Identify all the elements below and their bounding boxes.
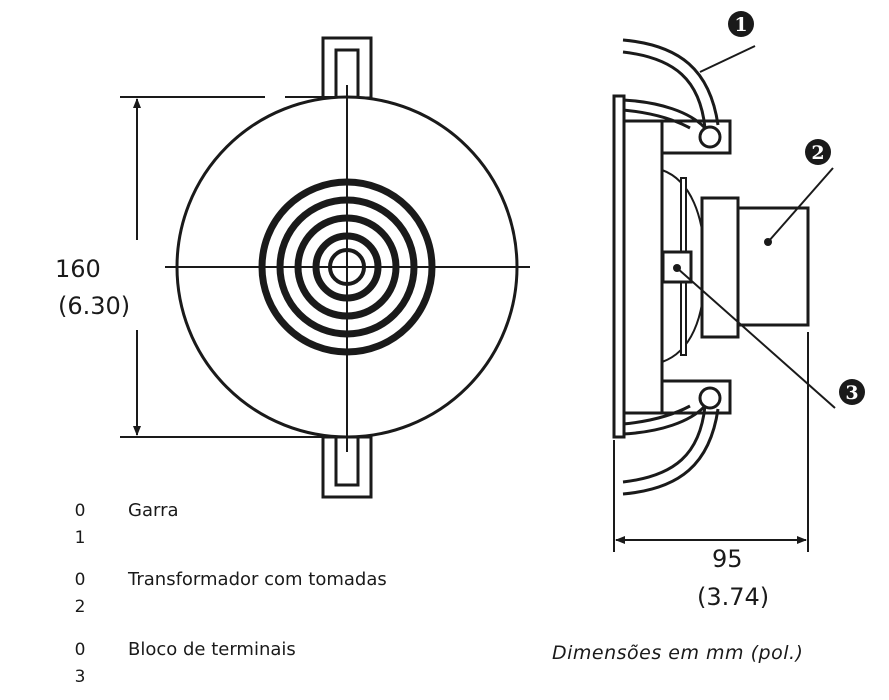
legend-num-3b: 3 [74, 667, 86, 687]
legend-num-2a: 0 [74, 570, 86, 590]
legend-num-2b: 2 [74, 597, 86, 617]
clip-block-top [660, 119, 732, 155]
legend-label-1: Garra [128, 500, 179, 521]
depth-in-label: (3.74) [697, 583, 770, 611]
callout-2-text: 2 [811, 142, 824, 164]
clip-block-bottom [660, 379, 732, 415]
callout-badges: 1 2 3 [728, 11, 865, 405]
clip-spring-bottom [622, 405, 720, 496]
clip-pivot-top [698, 125, 722, 149]
legend-num-1b: 1 [74, 528, 86, 548]
clip-pivot-bottom [698, 386, 722, 410]
leader-2 [767, 167, 834, 243]
callout-3-text: 3 [845, 382, 858, 404]
legend-num-1a: 0 [74, 501, 86, 521]
callout-2-badge [805, 139, 831, 165]
height-in-label: (6.30) [58, 292, 131, 320]
leader-1 [699, 45, 756, 73]
side-view [612, 38, 836, 552]
legend-num-3a: 0 [74, 640, 86, 660]
callout-3-badge [839, 379, 865, 405]
callout-1-text: 1 [734, 14, 747, 36]
depth-mm-label: 95 [712, 545, 743, 573]
transformer [736, 206, 810, 327]
callout-1-badge [728, 11, 754, 37]
front-view [120, 36, 530, 499]
clip-spring-top [622, 38, 720, 129]
legend-label-3: Bloco de terminais [128, 639, 296, 660]
legend-label-2: Transformador com tomadas [128, 569, 387, 590]
transformer-core [700, 196, 740, 339]
height-mm-label: 160 [55, 255, 101, 283]
dimensions-caption: Dimensões em mm (pol.) [552, 642, 804, 664]
